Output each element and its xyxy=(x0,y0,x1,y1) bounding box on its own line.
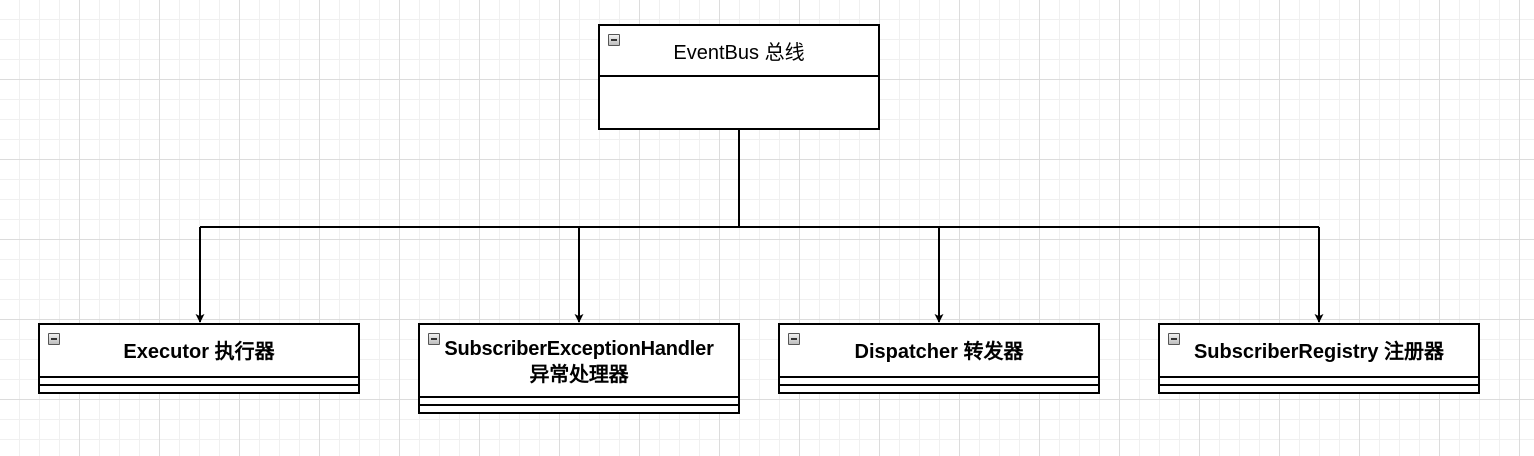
collapse-toggle-icon[interactable] xyxy=(48,333,60,345)
dispatcher-node[interactable]: Dispatcher 转发器 xyxy=(778,323,1100,394)
exception-handler-node-divider xyxy=(420,404,738,406)
collapse-toggle-icon[interactable] xyxy=(428,333,440,345)
executor-node-divider xyxy=(40,384,358,386)
collapse-toggle-icon[interactable] xyxy=(608,34,620,46)
executor-node-title: Executor 执行器 xyxy=(123,341,275,363)
collapse-toggle-icon[interactable] xyxy=(788,333,800,345)
eventbus-node-divider xyxy=(600,75,878,77)
dispatcher-node-title: Dispatcher 转发器 xyxy=(854,341,1024,363)
executor-node-divider xyxy=(40,376,358,378)
exception-handler-node-title: SubscriberExceptionHandler 异常处理器 xyxy=(444,338,714,386)
collapse-toggle-icon[interactable] xyxy=(1168,333,1180,345)
registry-node-title: SubscriberRegistry 注册器 xyxy=(1193,341,1445,363)
eventbus-node-title: EventBus 总线 xyxy=(673,41,805,64)
eventbus-node[interactable]: EventBus 总线 xyxy=(598,24,880,130)
exception-handler-node[interactable]: SubscriberExceptionHandler 异常处理器 xyxy=(418,323,740,414)
registry-node-divider xyxy=(1160,376,1478,378)
registry-node-divider xyxy=(1160,384,1478,386)
exception-handler-node-divider xyxy=(420,396,738,398)
dispatcher-node-divider xyxy=(780,376,1098,378)
registry-node[interactable]: SubscriberRegistry 注册器 xyxy=(1158,323,1480,394)
dispatcher-node-divider xyxy=(780,384,1098,386)
executor-node[interactable]: Executor 执行器 xyxy=(38,323,360,394)
